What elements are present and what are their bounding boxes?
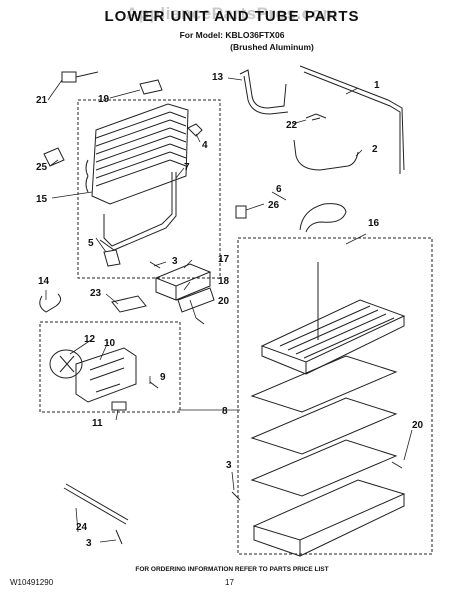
callout-15: 15 (36, 194, 48, 205)
part-16-pan-assembly (260, 262, 406, 375)
callout-23: 23 (90, 288, 102, 299)
callout-20-a: 20 (218, 296, 230, 307)
callout-11: 11 (92, 418, 103, 429)
part-15-condenser-coil (85, 103, 189, 205)
part-13-tube (239, 69, 289, 115)
ordering-note: FOR ORDERING INFORMATION REFER TO PARTS … (135, 566, 329, 573)
drain-pan-sheet-3 (250, 439, 398, 497)
callout-5: 5 (88, 238, 94, 249)
callout-19: 19 (98, 94, 110, 105)
part-9-screw (149, 381, 159, 389)
part-18-bracket (177, 287, 215, 313)
callout-10: 10 (104, 338, 116, 349)
part-3-screw-c (115, 529, 123, 545)
callout-22: 22 (286, 120, 298, 131)
callout-20-b: 20 (412, 420, 424, 431)
control-group-box (39, 321, 181, 413)
part-1-tube (299, 65, 405, 174)
callout-18: 18 (218, 276, 230, 287)
part-10-control-housing (75, 347, 137, 403)
watermark: AppliancePartsPros.com (125, 4, 339, 23)
part-19-plate (139, 79, 163, 95)
part-26-fitting (235, 205, 247, 219)
part-11-part (111, 401, 127, 411)
callout-3-c: 3 (86, 538, 92, 549)
callout-6: 6 (276, 184, 282, 195)
part-24-rod (63, 483, 129, 525)
part-3-screw-a (149, 261, 161, 269)
part-20-screw-b (391, 461, 403, 469)
drain-pan-sheet-1 (250, 355, 398, 413)
callout-4: 4 (202, 140, 208, 151)
drain-pan-group-box (237, 237, 433, 555)
callout-17: 17 (218, 254, 230, 265)
doc-number: W10491290 (10, 578, 54, 587)
callout-2: 2 (372, 144, 378, 155)
part-5-bracket (103, 249, 121, 267)
part-2-tube (293, 139, 359, 171)
callout-13: 13 (212, 72, 224, 83)
callout-8: 8 (222, 406, 228, 417)
part-25-label (43, 147, 65, 167)
callout-3-b: 3 (226, 460, 232, 471)
callout-26: 26 (268, 200, 280, 211)
part-14-sensor (39, 293, 62, 313)
callout-7: 7 (184, 162, 190, 173)
part-20-screw-a (195, 317, 205, 325)
page-number: 17 (225, 578, 234, 587)
part-7-tube (103, 172, 173, 247)
callout-21: 21 (36, 95, 48, 106)
finish-line: (Brushed Aluminum) (230, 42, 314, 52)
part-12-fan (49, 349, 83, 379)
part-17-cover (154, 263, 212, 301)
part-21-connector (61, 71, 99, 83)
callout-14: 14 (38, 276, 50, 287)
part-22-connector (305, 113, 327, 121)
drain-pan-tray (252, 479, 406, 557)
part-6-tube (299, 203, 347, 233)
condenser-group-box (77, 99, 221, 279)
callout-16: 16 (368, 218, 380, 229)
callout-25: 25 (36, 162, 48, 173)
page-title: LOWER UNIT AND TUBE PARTS (104, 8, 360, 25)
callout-24: 24 (76, 522, 88, 533)
part-23-insulation (111, 295, 147, 313)
callout-12: 12 (84, 334, 96, 345)
drain-pan-sheet-2 (250, 397, 398, 455)
model-line: For Model: KBLO36FTX06 (179, 30, 285, 40)
callout-9: 9 (160, 372, 166, 383)
callout-1: 1 (374, 80, 380, 91)
part-4-clamp (187, 123, 203, 137)
callout-3-a: 3 (172, 256, 178, 267)
part-3-screw-d (231, 491, 241, 501)
